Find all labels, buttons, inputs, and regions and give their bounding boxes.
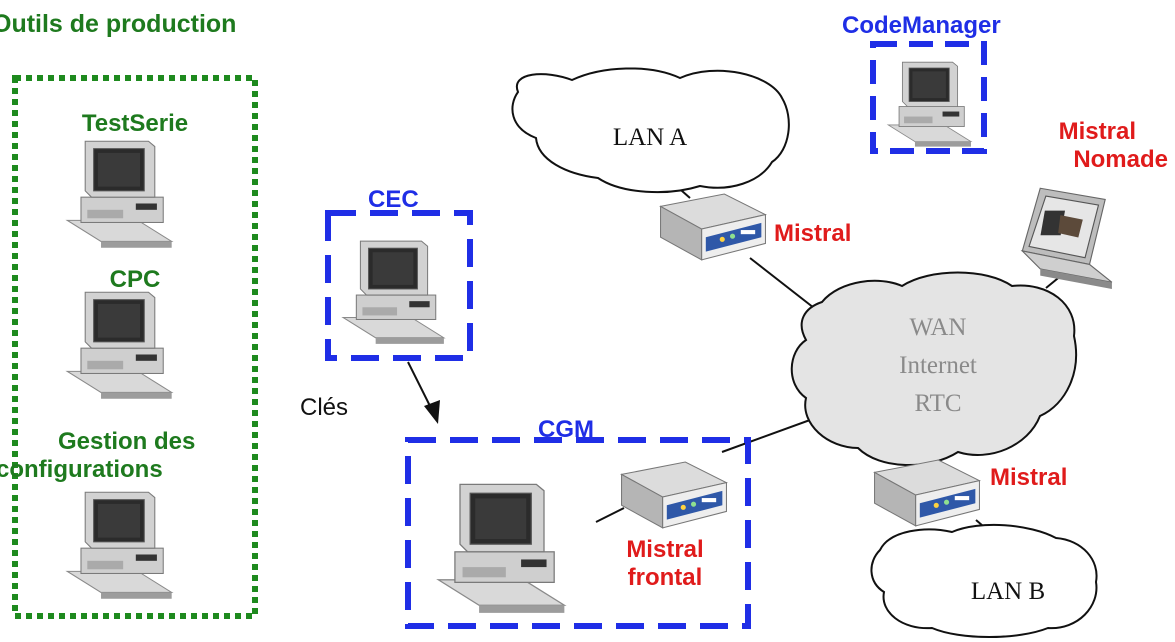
- cec-label: CEC: [368, 186, 419, 213]
- cgm-computer: [437, 483, 566, 614]
- lan-a-label: LAN A: [612, 124, 688, 151]
- mistral-a-label: Mistral: [774, 220, 852, 247]
- cpc-label: CPC: [109, 266, 161, 293]
- mistral-frontal-label-line2: frontal: [627, 564, 703, 591]
- wan-label-line1: WAN: [909, 314, 967, 341]
- codemanager-frame: [870, 41, 987, 154]
- mistral-a-router: [660, 193, 766, 261]
- cgm-frame: [405, 437, 751, 629]
- production-tools-box: [12, 75, 258, 619]
- lan-b-cloud: [870, 523, 1098, 638]
- production-tools-title: Outils de production: [0, 10, 237, 38]
- mistral-frontal-router: [620, 461, 728, 529]
- keys-label: Clés: [300, 394, 349, 421]
- cpc-computer: [66, 291, 173, 400]
- testserie-label: TestSerie: [81, 110, 189, 137]
- gestion-label-line1: Gestion des: [58, 428, 196, 455]
- cec-computer: [342, 240, 445, 345]
- mistral-nomade-laptop: [1021, 187, 1113, 290]
- codemanager-computer: [887, 61, 972, 148]
- wan-cloud: [790, 271, 1078, 467]
- cgm-label: CGM: [538, 416, 594, 443]
- wan-label-line2: Internet: [899, 352, 977, 379]
- mistral-b-label: Mistral: [990, 464, 1068, 491]
- mistral-b-router: [874, 459, 980, 527]
- lan-a-cloud: [511, 67, 790, 194]
- cec-frame: [325, 210, 473, 361]
- link-cgm-pc-mistral-frontal: [595, 507, 625, 523]
- configurations-computer: [66, 491, 173, 600]
- mistral-frontal-label-line1: Mistral: [626, 536, 704, 563]
- wan-label-line3: RTC: [914, 390, 962, 417]
- lan-b-label: LAN B: [970, 578, 1046, 605]
- codemanager-label: CodeManager: [842, 12, 1001, 39]
- nomade-label-line2: Nomade: [1073, 146, 1168, 173]
- keys-arrow: [407, 361, 433, 411]
- testserie-computer: [66, 140, 173, 249]
- gestion-label-line2: configurations: [0, 456, 163, 483]
- nomade-label-line1: Mistral: [1058, 118, 1136, 145]
- keys-arrow-head: [424, 400, 440, 424]
